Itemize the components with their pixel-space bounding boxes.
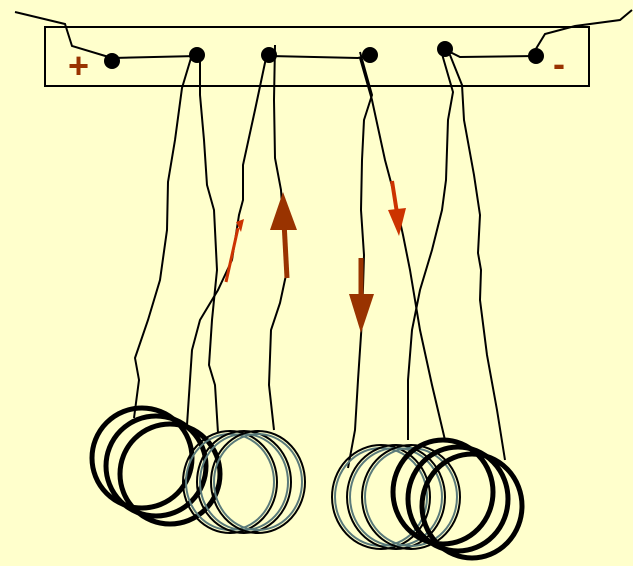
- lead-wire-positive: [14, 11, 113, 59]
- jumper-3: [445, 49, 537, 59]
- terminal-screw: [528, 48, 544, 64]
- coil-2: [182, 430, 306, 534]
- current-arrows: [224, 180, 406, 333]
- negative-terminal-sign: -: [553, 43, 565, 84]
- coil-1: [89, 405, 223, 527]
- coil-wire: [449, 54, 506, 461]
- terminal-block: [44, 26, 590, 87]
- current-arrow-down-large: [349, 258, 374, 333]
- terminal-screw: [189, 47, 205, 63]
- coil-wire: [199, 60, 219, 434]
- coil-wire: [347, 51, 374, 469]
- lead-wire-negative: [533, 9, 633, 53]
- coil-4: [390, 437, 525, 561]
- coil-wires: [133, 44, 506, 469]
- coil-wire: [359, 57, 446, 441]
- current-arrow-down-small: [388, 180, 406, 236]
- terminal-screw: [437, 41, 453, 57]
- coil-wire: [407, 53, 455, 440]
- coil-wire: [186, 57, 267, 426]
- positive-terminal-sign: +: [68, 45, 90, 86]
- current-arrow-up-large: [270, 192, 297, 279]
- current-arrow-up-small: [224, 219, 244, 283]
- coil-wire: [133, 57, 192, 419]
- terminal-screw: [362, 47, 378, 63]
- jumper-2: [269, 54, 371, 60]
- coil-3: [331, 444, 461, 550]
- jumper-1: [111, 55, 198, 59]
- terminal-screw: [104, 53, 120, 69]
- terminal-screws: [104, 41, 544, 69]
